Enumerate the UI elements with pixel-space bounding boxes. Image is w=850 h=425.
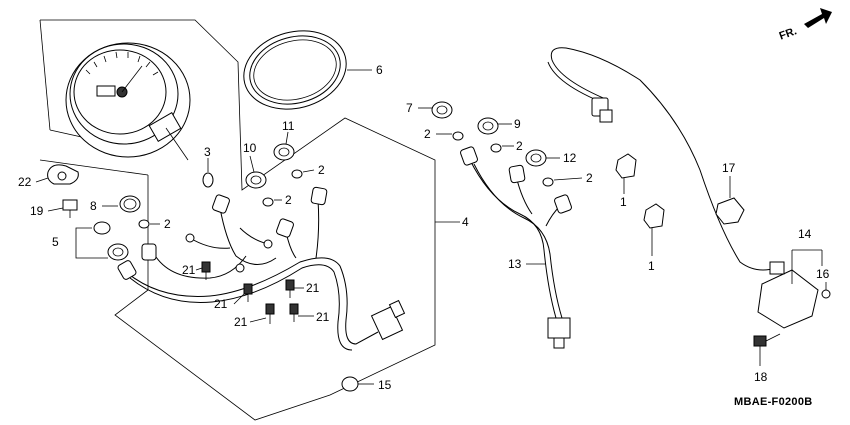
sockets-10-11 (245, 131, 295, 189)
bulb-socket-8 (102, 195, 141, 213)
callout-18: 18 (754, 370, 768, 384)
callout-8: 8 (90, 199, 97, 213)
rubber-mounts (75, 221, 129, 261)
callout-19: 19 (30, 204, 44, 218)
callout-2-b: 2 (285, 193, 292, 207)
meter-assembly-outline (40, 19, 436, 421)
front-direction-label: FR. (778, 25, 799, 42)
callout-21-c: 21 (214, 297, 228, 311)
front-arrow-icon (804, 8, 832, 28)
grommet-17 (715, 176, 745, 225)
callout-2-c: 2 (164, 217, 171, 231)
callout-17: 17 (722, 161, 736, 175)
cap-15 (341, 376, 374, 392)
callout-2-a: 2 (318, 163, 325, 177)
indicator-harness (418, 101, 583, 349)
callout-2-e: 2 (516, 139, 523, 153)
callout-21-b: 21 (306, 281, 320, 295)
callout-11: 11 (282, 119, 295, 133)
callout-21-d: 21 (316, 310, 330, 324)
bulbs-2-main (138, 169, 315, 229)
callout-6: 6 (376, 63, 383, 77)
callout-1-b: 1 (648, 259, 655, 273)
outline-edge-left (39, 19, 51, 131)
clips-1 (615, 153, 665, 256)
callout-21-e: 21 (234, 315, 248, 329)
callout-15: 15 (378, 378, 392, 392)
meter-wire-harness (117, 186, 460, 351)
callout-13: 13 (508, 257, 522, 271)
bracket-assembly (35, 159, 149, 290)
meter-ring (243, 30, 372, 110)
speedometer-leader (165, 127, 189, 161)
callout-14: 14 (798, 227, 812, 241)
speedometer-assembly (65, 42, 191, 161)
speed-sensor-assembly (547, 47, 831, 329)
diagram-code: MBAE-F0200B (734, 396, 813, 408)
bolt-18 (753, 333, 781, 366)
callout-9: 9 (514, 117, 521, 131)
callout-2-f: 2 (586, 171, 593, 185)
callout-16: 16 (816, 267, 830, 281)
callout-5: 5 (52, 235, 59, 249)
callout-22: 22 (18, 175, 32, 189)
callout-4: 4 (462, 215, 469, 229)
bulb-3 (202, 158, 214, 188)
front-direction-indicator: FR. (778, 8, 832, 43)
callout-3: 3 (204, 145, 211, 159)
callout-7: 7 (406, 101, 413, 115)
callout-21-a: 21 (182, 263, 196, 277)
screws-21 (195, 261, 314, 324)
callout-1-a: 1 (620, 195, 627, 209)
callout-10: 10 (243, 141, 257, 155)
callout-12: 12 (563, 151, 577, 165)
callout-2-d: 2 (424, 127, 431, 141)
